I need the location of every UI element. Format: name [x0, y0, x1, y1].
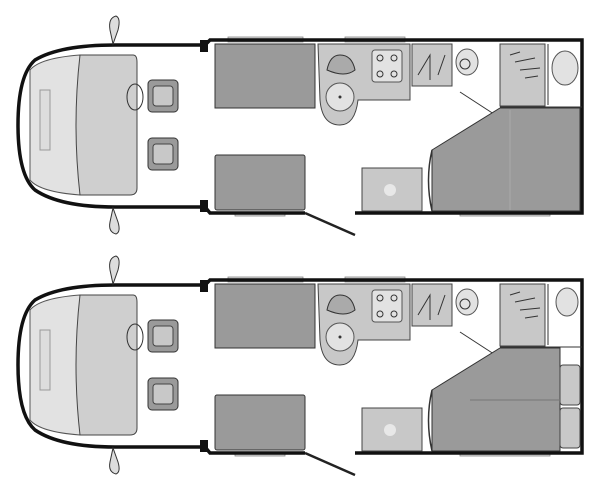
floor-plan-2	[16, 254, 584, 477]
pillow	[559, 364, 581, 406]
floor-plan-1	[16, 14, 584, 237]
washbasin	[555, 287, 579, 317]
washbasin	[551, 50, 579, 86]
double-bed	[431, 107, 581, 212]
pillow	[559, 407, 581, 449]
